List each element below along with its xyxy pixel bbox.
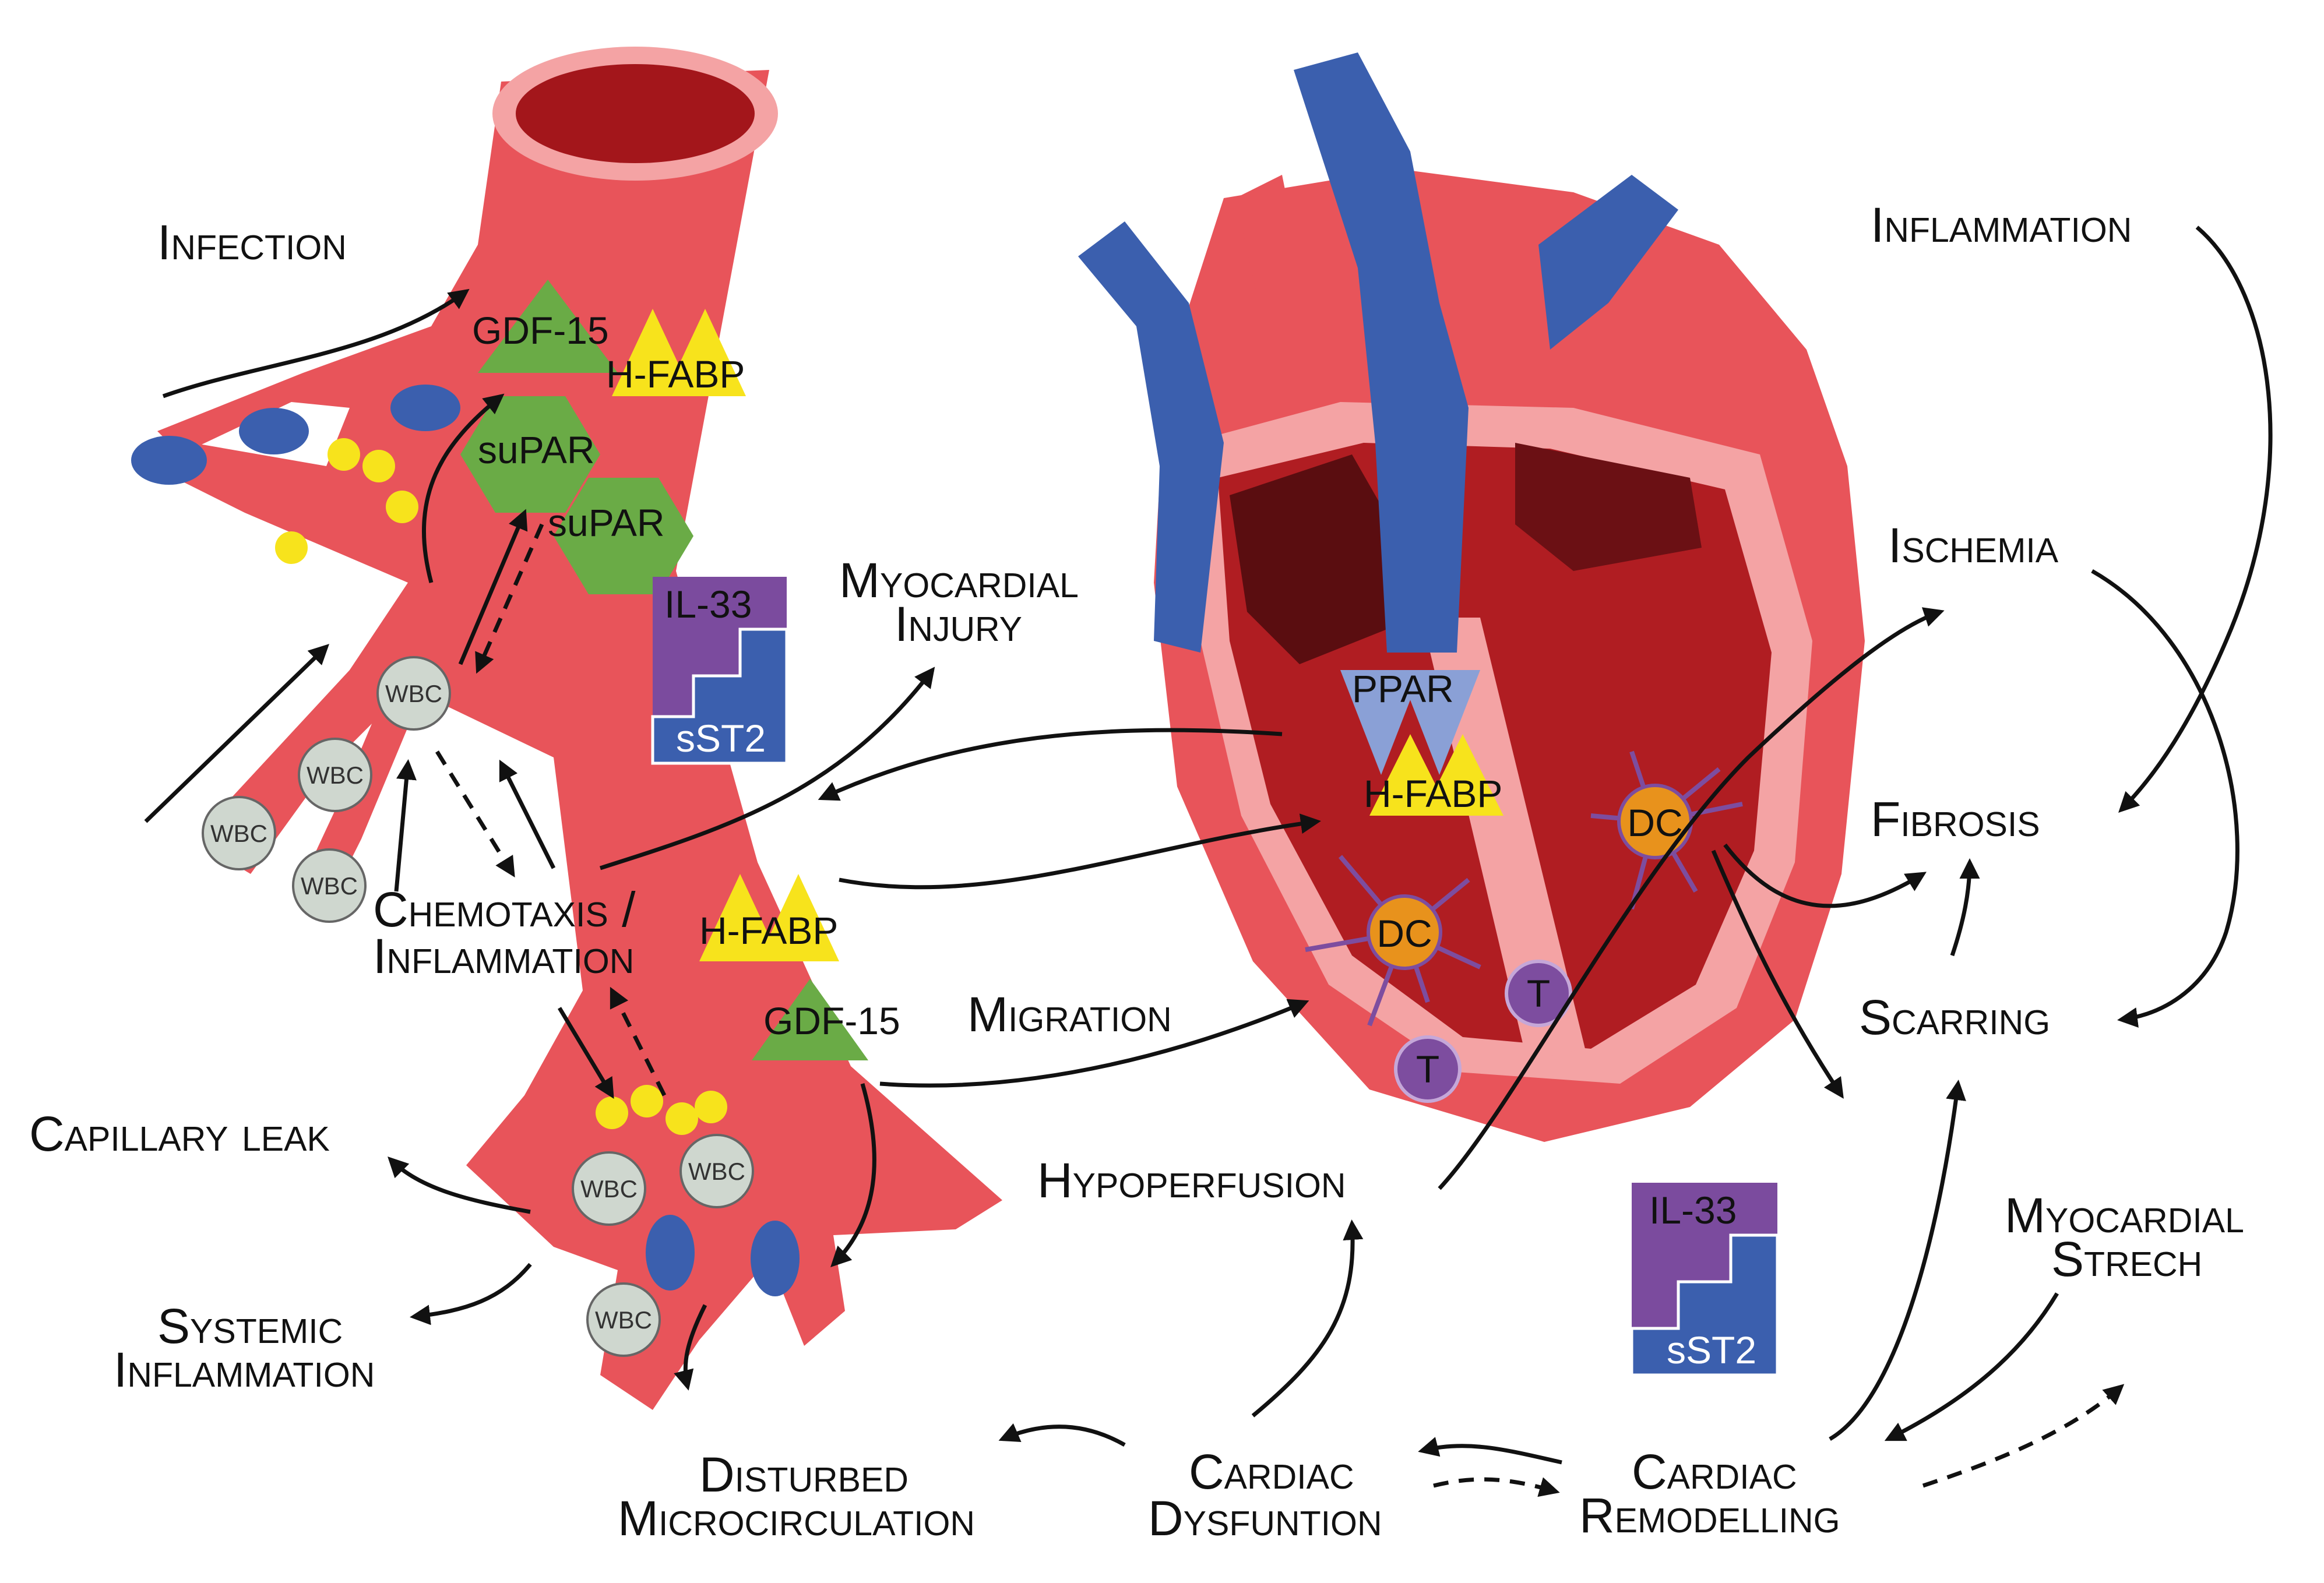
label-cardiac-dysfunction-1: Cardiac xyxy=(1189,1444,1354,1499)
hfabp-marker-heart: H-FABP xyxy=(1364,734,1503,816)
label-chemotaxis-2: Inflammation xyxy=(373,929,634,983)
particle xyxy=(275,531,308,564)
ppar-marker: PPAR xyxy=(1340,667,1480,775)
label-infection: Infection xyxy=(157,215,347,270)
supar-marker-2: suPAR xyxy=(548,478,693,594)
label-inflammation: Inflammation xyxy=(1871,198,2132,252)
svg-text:suPAR: suPAR xyxy=(478,428,595,471)
particle xyxy=(362,450,395,482)
svg-text:H-FABP: H-FABP xyxy=(699,909,838,952)
atrium-dark xyxy=(1515,443,1702,571)
label-myocardial-stretch-2: Strech xyxy=(2051,1232,2202,1286)
vena-cava xyxy=(1078,221,1224,653)
svg-text:suPAR: suPAR xyxy=(548,501,665,544)
atrium-dark xyxy=(1230,454,1399,664)
svg-text:WBC: WBC xyxy=(595,1306,652,1334)
wbc-cell: WBC xyxy=(292,848,367,923)
svg-text:H-FABP: H-FABP xyxy=(1364,772,1502,815)
label-chemotaxis-1: Chemotaxis / xyxy=(373,882,636,937)
label-capillary-leak: Capillary leak xyxy=(29,1106,330,1161)
gdf15-marker-top: GDF-15 xyxy=(472,280,618,373)
svg-text:sST2: sST2 xyxy=(1667,1328,1756,1372)
vessel-lumen xyxy=(516,64,755,163)
vein-oval xyxy=(390,385,460,431)
heart xyxy=(1078,52,1865,1142)
particle xyxy=(386,491,418,523)
particle xyxy=(328,438,360,471)
label-systemic-inflammation-1: Systemic xyxy=(157,1299,343,1353)
wbc-cell: WBC xyxy=(202,796,276,870)
vein-oval xyxy=(239,408,309,454)
label-migration: Migration xyxy=(967,987,1172,1042)
label-myocardial-injury-2: Injury xyxy=(895,597,1022,651)
svg-text:T: T xyxy=(1527,972,1550,1015)
svg-text:T: T xyxy=(1416,1048,1439,1091)
svg-text:IL-33: IL-33 xyxy=(1649,1189,1737,1232)
label-hypoperfusion: Hypoperfusion xyxy=(1037,1153,1346,1208)
svg-text:H-FABP: H-FABP xyxy=(606,352,745,396)
svg-text:WBC: WBC xyxy=(580,1175,638,1203)
t-cell-1: T xyxy=(1505,960,1572,1027)
wbc-cell: WBC xyxy=(572,1151,646,1226)
septum xyxy=(1422,618,1585,1060)
arrows xyxy=(144,225,2273,1497)
particle xyxy=(695,1091,727,1123)
pulmonary-branch xyxy=(1538,175,1678,350)
hfabp-marker-mid: H-FABP xyxy=(699,874,839,961)
particle xyxy=(665,1102,698,1135)
wbc-cells: WBC WBC WBC WBC WBC WBC WBC xyxy=(202,656,754,1357)
label-cardiac-remodelling-1: Cardiac xyxy=(1632,1444,1797,1499)
il33-sst2-block-vessel: IL-33 sST2 xyxy=(651,577,788,765)
svg-text:IL-33: IL-33 xyxy=(664,583,752,626)
particle xyxy=(596,1097,628,1129)
wbc-cell: WBC xyxy=(298,738,372,812)
svg-text:WBC: WBC xyxy=(307,761,364,789)
labels: Infection Myocardial Injury Chemotaxis /… xyxy=(29,198,2244,1546)
svg-text:WBC: WBC xyxy=(385,680,442,707)
vein-oval xyxy=(751,1221,800,1296)
hfabp-marker-top: H-FABP xyxy=(606,309,746,396)
aorta-branch xyxy=(1235,175,1305,303)
dc-cell-2: DC xyxy=(1590,750,1743,910)
label-disturbed-microcirculation-2: Microcirculation xyxy=(618,1491,975,1546)
il33-sst2-block-right: IL-33 sST2 xyxy=(1630,1183,1779,1377)
wbc-cell: WBC xyxy=(376,656,451,731)
vessel-body xyxy=(157,70,1002,1410)
wbc-cell: WBC xyxy=(586,1282,661,1357)
svg-text:WBC: WBC xyxy=(301,872,358,900)
label-disturbed-microcirculation-1: Disturbed xyxy=(699,1447,909,1502)
svg-text:DC: DC xyxy=(1627,801,1682,844)
vein-oval xyxy=(131,436,207,485)
supar-marker-1: suPAR xyxy=(460,396,600,513)
label-ischemia: Ischemia xyxy=(1888,518,2059,573)
t-cell-2: T xyxy=(1394,1035,1462,1103)
svg-text:PPAR: PPAR xyxy=(1352,667,1454,710)
wbc-cell: WBC xyxy=(679,1134,754,1208)
label-systemic-inflammation-2: Inflammation xyxy=(114,1342,375,1397)
dc-cell-1: DC xyxy=(1305,855,1481,1027)
svg-text:GDF-15: GDF-15 xyxy=(472,309,609,352)
label-cardiac-remodelling-2: Remodelling xyxy=(1579,1488,1840,1543)
gdf15-marker-mid: GDF-15 xyxy=(752,979,900,1060)
pulmonary-artery xyxy=(1294,52,1469,653)
svg-text:GDF-15: GDF-15 xyxy=(763,999,900,1042)
svg-text:WBC: WBC xyxy=(688,1158,745,1185)
vein-oval xyxy=(646,1215,695,1291)
svg-text:WBC: WBC xyxy=(210,820,267,847)
svg-text:sST2: sST2 xyxy=(676,717,766,760)
label-myocardial-injury-1: Myocardial xyxy=(839,553,1079,608)
blood-vessel xyxy=(131,47,1002,1410)
label-myocardial-stretch-1: Myocardial xyxy=(2005,1188,2244,1243)
svg-text:DC: DC xyxy=(1376,912,1432,955)
particle xyxy=(631,1085,663,1117)
label-cardiac-dysfunction-2: Dysfuntion xyxy=(1148,1491,1382,1546)
label-scarring: Scarring xyxy=(1859,990,2050,1045)
label-fibrosis: Fibrosis xyxy=(1871,792,2040,847)
